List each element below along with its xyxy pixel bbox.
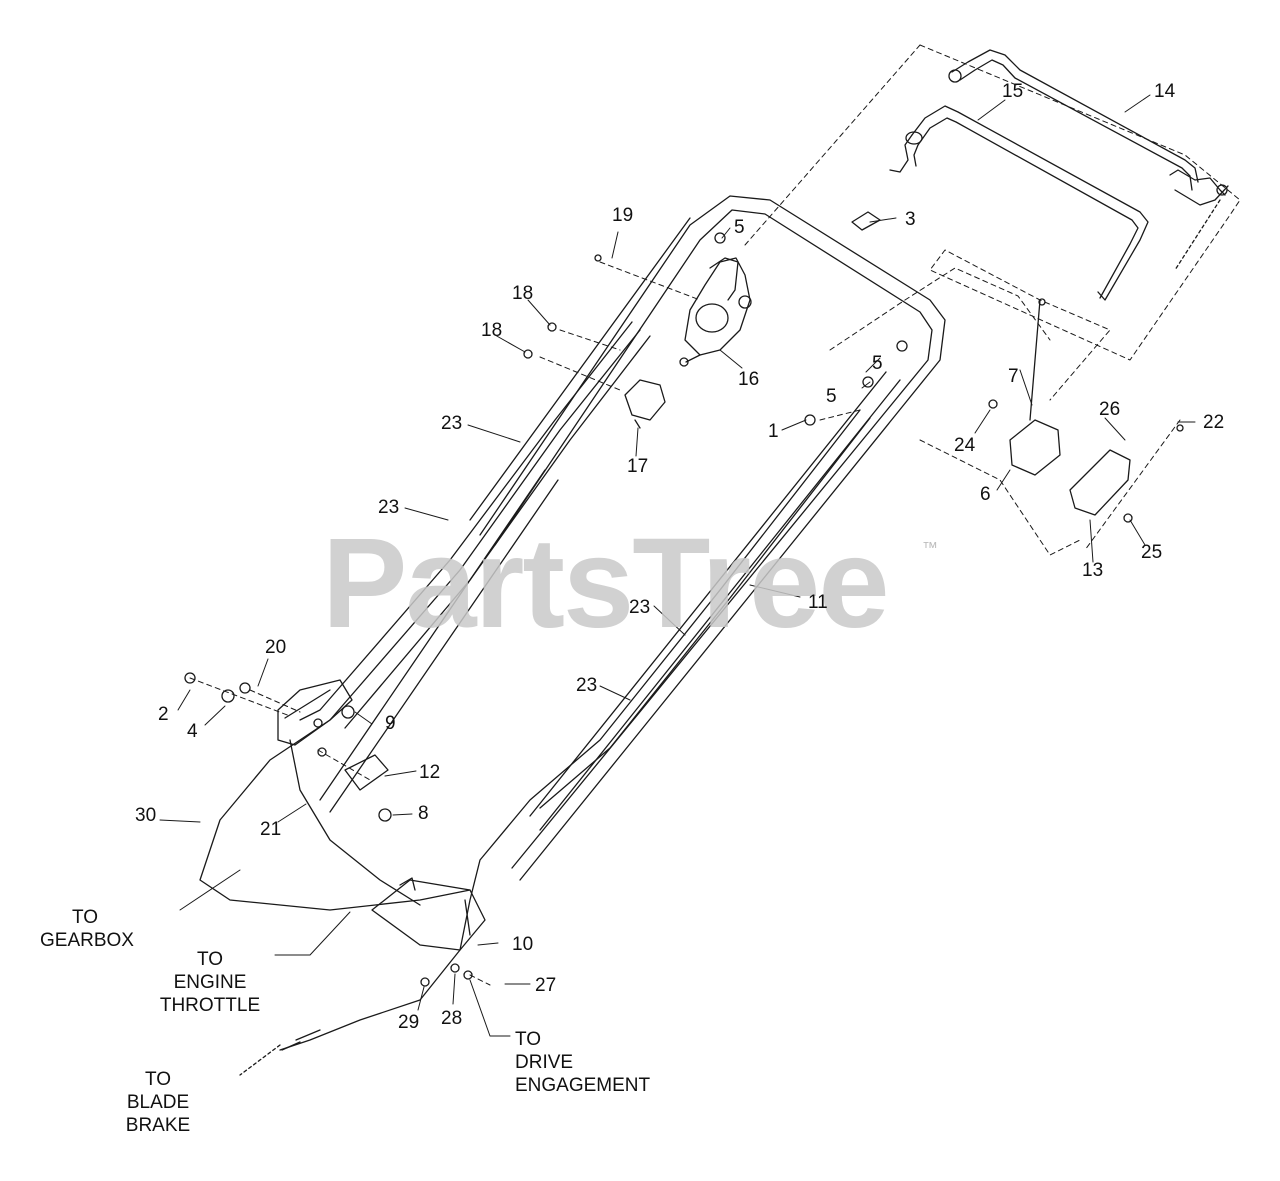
callout-28: 28 [441, 1008, 463, 1029]
label-to-gearbox-line2: GEARBOX [40, 930, 134, 951]
label-to-engine-throttle-line1: TO [196, 949, 224, 970]
callout-8: 8 [418, 803, 429, 824]
throttle-control-16 [679, 257, 752, 367]
callout-5-mid: 5 [872, 353, 883, 374]
label-to-blade-brake-line2: BLADE [126, 1092, 190, 1113]
label-to-blade-brake-line1: TO [144, 1069, 172, 1090]
callout-2: 2 [158, 704, 169, 725]
label-to-gearbox: TO GEARBOX [40, 906, 134, 952]
callout-23-b: 23 [378, 497, 400, 518]
control-cables [199, 321, 871, 1051]
label-to-gearbox-line1: TO [71, 907, 99, 928]
control-bracket-10 [239, 877, 486, 1076]
callout-18-lower: 18 [481, 320, 503, 341]
hardware-fasteners [184, 211, 908, 728]
parts-tree-watermark: PartsTree [322, 512, 889, 655]
callout-1: 1 [768, 421, 779, 442]
callout-22: 22 [1203, 412, 1225, 433]
label-to-drive-engagement-line1: TO [515, 1029, 542, 1050]
assembly-lines [189, 44, 1241, 986]
callout-5-low: 5 [826, 386, 837, 407]
callout-12: 12 [419, 762, 441, 783]
trademark-symbol: ™ [922, 540, 938, 557]
callout-26: 26 [1099, 399, 1121, 420]
callout-14: 14 [1154, 81, 1176, 102]
lower-handle-11 [319, 195, 946, 881]
callout-3: 3 [905, 209, 916, 230]
callout-17: 17 [627, 456, 649, 477]
callout-20: 20 [265, 637, 287, 658]
callout-23-d: 23 [576, 675, 598, 696]
leader-lines [159, 94, 1196, 1037]
pivot-bracket-left [277, 679, 392, 822]
callout-18-upper: 18 [512, 283, 534, 304]
callout-30: 30 [135, 805, 157, 826]
callout-13: 13 [1082, 560, 1104, 581]
cable-clamp-17 [624, 379, 666, 429]
label-to-engine-throttle-line3: THROTTLE [159, 995, 261, 1016]
label-to-engine-throttle: TO ENGINE THROTTLE [150, 948, 270, 1017]
callout-11: 11 [808, 592, 828, 613]
callout-9: 9 [385, 713, 396, 734]
upper-bail-15 [889, 105, 1149, 301]
callout-19: 19 [612, 205, 634, 226]
callout-15: 15 [1002, 81, 1024, 102]
label-to-drive-engagement-line2: DRIVE [515, 1052, 574, 1073]
label-to-blade-brake: TO BLADE BRAKE [120, 1068, 196, 1137]
callout-16: 16 [738, 369, 760, 390]
callout-25: 25 [1141, 542, 1163, 563]
upper-bail-14 [948, 49, 1229, 271]
callout-21: 21 [260, 819, 282, 840]
callout-29: 29 [398, 1012, 420, 1033]
callout-10: 10 [512, 934, 534, 955]
label-to-engine-throttle-line2: ENGINE [173, 972, 247, 993]
callout-5-top: 5 [734, 217, 745, 238]
label-to-blade-brake-line3: BRAKE [125, 1115, 191, 1136]
callout-6: 6 [980, 484, 991, 505]
callout-7: 7 [1008, 366, 1019, 387]
callout-27: 27 [535, 975, 557, 996]
callout-23-a: 23 [441, 413, 463, 434]
callout-23-c: 23 [629, 597, 651, 618]
callout-24: 24 [954, 435, 976, 456]
height-bracket-right [988, 298, 1184, 523]
label-to-drive-engagement-line3: ENGAGEMENT [515, 1075, 651, 1096]
callout-4: 4 [187, 721, 198, 742]
label-to-drive-engagement: TO DRIVE ENGAGEMENT [515, 1028, 665, 1097]
